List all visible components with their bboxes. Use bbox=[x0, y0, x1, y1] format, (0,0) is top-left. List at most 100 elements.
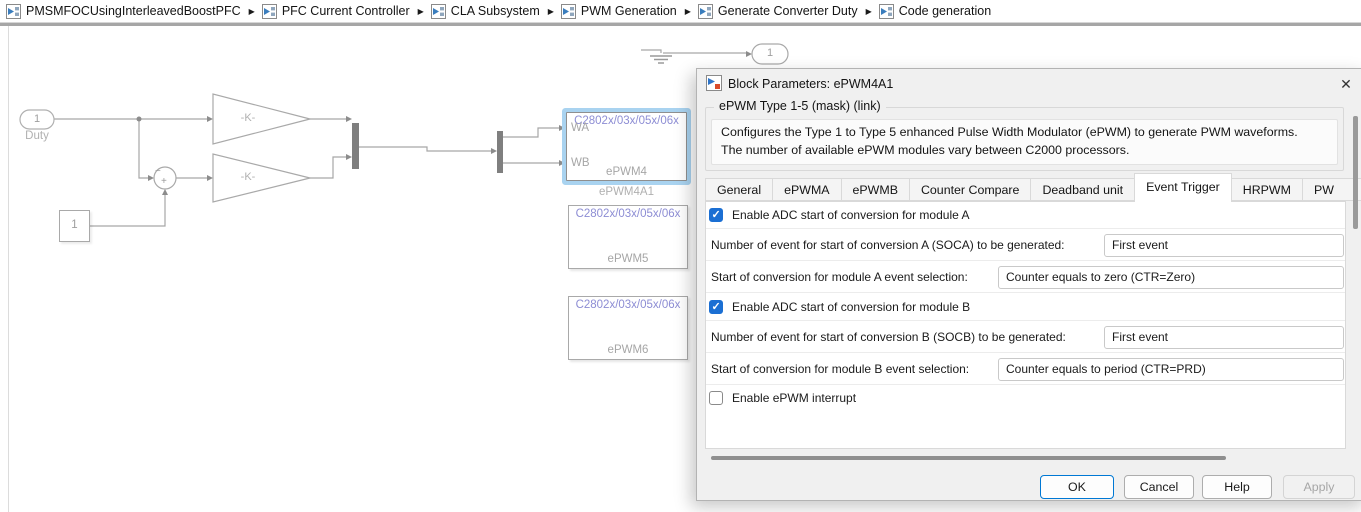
close-icon[interactable]: ✕ bbox=[1340, 76, 1352, 92]
breadcrumb-separator-icon: ▶ bbox=[248, 6, 255, 16]
breadcrumb: PMSMFOCUsingInterleavedBoostPFC ▶ PFC Cu… bbox=[0, 0, 1361, 22]
field-label: Number of event for start of conversion … bbox=[711, 237, 1065, 252]
breadcrumb-label: Generate Converter Duty bbox=[717, 4, 858, 18]
cancel-button[interactable]: Cancel bbox=[1124, 475, 1194, 499]
gain-top-label: -K- bbox=[240, 112, 256, 124]
mask-description: Configures the Type 1 to Type 5 enhanced… bbox=[711, 119, 1338, 165]
checkbox-enable-soc-b[interactable] bbox=[709, 299, 723, 314]
epwm5-block[interactable]: C2802x/03x/05x/06x ePWM5 bbox=[568, 205, 688, 269]
sum-block[interactable] bbox=[153, 166, 177, 190]
tab-hrpwm[interactable]: HRPWM bbox=[1230, 178, 1303, 201]
epwm4a1-name: ePWM4A1 bbox=[599, 186, 654, 198]
tab-event-trigger[interactable]: Event Trigger bbox=[1134, 173, 1232, 202]
epwm4a1-block[interactable]: C2802x/03x/05x/06x WA WB ePWM4 bbox=[566, 112, 687, 181]
breadcrumb-separator-icon: ▶ bbox=[547, 6, 554, 16]
breadcrumb-item-generate-converter-duty[interactable]: Generate Converter Duty bbox=[697, 3, 858, 19]
row-socb-count: Number of event for start of conversion … bbox=[706, 321, 1345, 353]
breadcrumb-separator-icon: ▶ bbox=[865, 6, 872, 16]
epwm4-port-wa: WA bbox=[571, 122, 590, 134]
epwm6-name: ePWM6 bbox=[607, 344, 649, 356]
epwm5-chip-label: C2802x/03x/05x/06x bbox=[575, 208, 681, 220]
checkbox-enable-interrupt[interactable] bbox=[709, 391, 723, 405]
mask-description-line2: The number of available ePWM modules var… bbox=[721, 143, 1130, 157]
mask-description-line1: Configures the Type 1 to Type 5 enhanced… bbox=[721, 125, 1298, 139]
mask-title: ePWM Type 1-5 (mask) (link) bbox=[714, 99, 886, 113]
checkbox-label: Enable ADC start of conversion for modul… bbox=[732, 299, 971, 314]
breadcrumb-label: CLA Subsystem bbox=[450, 4, 540, 18]
breadcrumb-item-pfc-current-controller[interactable]: PFC Current Controller bbox=[261, 3, 410, 19]
field-label: Start of conversion for module A event s… bbox=[711, 269, 968, 284]
breadcrumb-separator-icon: ▶ bbox=[684, 6, 691, 16]
vertical-scrollbar[interactable] bbox=[1353, 116, 1358, 229]
dialog-tabstrip: General ePWMA ePWMB Counter Compare Dead… bbox=[705, 173, 1361, 202]
subsystem-icon bbox=[430, 3, 446, 19]
breadcrumb-separator-icon: ▶ bbox=[417, 6, 424, 16]
mask-description-group: ePWM Type 1-5 (mask) (link) Configures t… bbox=[705, 99, 1344, 171]
breadcrumb-label: PMSMFOCUsingInterleavedBoostPFC bbox=[26, 4, 241, 18]
soca-event-dropdown[interactable]: Counter equals to zero (CTR=Zero) bbox=[998, 266, 1344, 289]
tab-epwma[interactable]: ePWMA bbox=[772, 178, 842, 201]
gain-block-top[interactable] bbox=[212, 93, 311, 145]
epwm4-inner-label: ePWM4 bbox=[606, 166, 647, 178]
epwm6-chip-label: C2802x/03x/05x/06x bbox=[575, 299, 681, 311]
inport-duty[interactable] bbox=[19, 109, 55, 130]
gain-block-bottom[interactable] bbox=[212, 153, 311, 203]
row-soca-count: Number of event for start of conversion … bbox=[706, 229, 1345, 261]
wire-arrowheads bbox=[148, 51, 752, 195]
breadcrumb-label: PWM Generation bbox=[580, 4, 677, 18]
row-enable-soc-a: Enable ADC start of conversion for modul… bbox=[706, 202, 1345, 229]
ground-terminator[interactable] bbox=[650, 55, 672, 64]
constant-block[interactable]: 1 bbox=[59, 210, 90, 242]
apply-button[interactable]: Apply bbox=[1283, 475, 1355, 499]
breadcrumb-item-code-generation[interactable]: Code generation bbox=[878, 3, 992, 19]
epwm5-name: ePWM5 bbox=[607, 253, 649, 265]
field-label: Number of event for start of conversion … bbox=[711, 329, 1066, 344]
field-label: Start of conversion for module B event s… bbox=[711, 361, 970, 376]
subsystem-icon bbox=[878, 3, 894, 19]
socb-count-dropdown[interactable]: First event bbox=[1104, 326, 1344, 349]
branch-dot bbox=[136, 116, 142, 122]
breadcrumb-label: PFC Current Controller bbox=[281, 4, 410, 18]
toolbar-separator bbox=[0, 22, 1361, 26]
row-socb-event: Start of conversion for module B event s… bbox=[706, 353, 1345, 385]
tab-general[interactable]: General bbox=[705, 178, 774, 201]
breadcrumb-item-cla-subsystem[interactable]: CLA Subsystem bbox=[430, 3, 540, 19]
event-trigger-panel: Enable ADC start of conversion for modul… bbox=[705, 201, 1346, 449]
epwm6-block[interactable]: C2802x/03x/05x/06x ePWM6 bbox=[568, 296, 688, 360]
help-button[interactable]: Help bbox=[1202, 475, 1272, 499]
tab-deadband-unit[interactable]: Deadband unit bbox=[1030, 178, 1136, 201]
dialog-titlebar[interactable]: Block Parameters: ePWM4A1 ✕ bbox=[697, 69, 1361, 97]
tab-pw[interactable]: PW bbox=[1301, 178, 1361, 201]
inport-number: 1 bbox=[33, 113, 41, 125]
ok-button[interactable]: OK bbox=[1040, 475, 1114, 499]
socb-event-dropdown[interactable]: Counter equals to period (CTR=PRD) bbox=[998, 358, 1344, 381]
block-parameters-dialog: Block Parameters: ePWM4A1 ✕ ePWM Type 1-… bbox=[696, 68, 1361, 501]
epwm4-port-wb: WB bbox=[571, 157, 590, 169]
breadcrumb-item-pwm-generation[interactable]: PWM Generation bbox=[560, 3, 677, 19]
breadcrumb-item-model[interactable]: PMSMFOCUsingInterleavedBoostPFC bbox=[6, 3, 241, 19]
horizontal-scrollbar[interactable] bbox=[711, 456, 1226, 460]
demux-block[interactable] bbox=[497, 131, 503, 173]
row-enable-interrupt: Enable ePWM interrupt bbox=[706, 385, 1345, 411]
checkbox-enable-soc-a[interactable] bbox=[709, 208, 723, 222]
dialog-title: Block Parameters: ePWM4A1 bbox=[728, 77, 894, 91]
tab-counter-compare[interactable]: Counter Compare bbox=[908, 178, 1032, 201]
subsystem-icon bbox=[560, 3, 576, 19]
subsystem-icon bbox=[6, 3, 21, 19]
subsystem-icon bbox=[697, 3, 713, 19]
inport-name: Duty bbox=[25, 130, 49, 142]
epwm4-chip-label: C2802x/03x/05x/06x bbox=[574, 115, 679, 127]
breadcrumb-label: Code generation bbox=[898, 4, 992, 18]
checkbox-label: Enable ePWM interrupt bbox=[732, 391, 857, 405]
subsystem-icon bbox=[261, 3, 277, 19]
mux-block[interactable] bbox=[352, 123, 359, 169]
sum-plus-sign: + bbox=[161, 176, 167, 187]
block-icon bbox=[706, 75, 722, 91]
outport-block[interactable] bbox=[751, 43, 789, 65]
row-enable-soc-b: Enable ADC start of conversion for modul… bbox=[706, 293, 1345, 321]
tab-epwmb[interactable]: ePWMB bbox=[840, 178, 910, 201]
canvas-left-edge bbox=[8, 26, 9, 512]
soca-count-dropdown[interactable]: First event bbox=[1104, 234, 1344, 257]
